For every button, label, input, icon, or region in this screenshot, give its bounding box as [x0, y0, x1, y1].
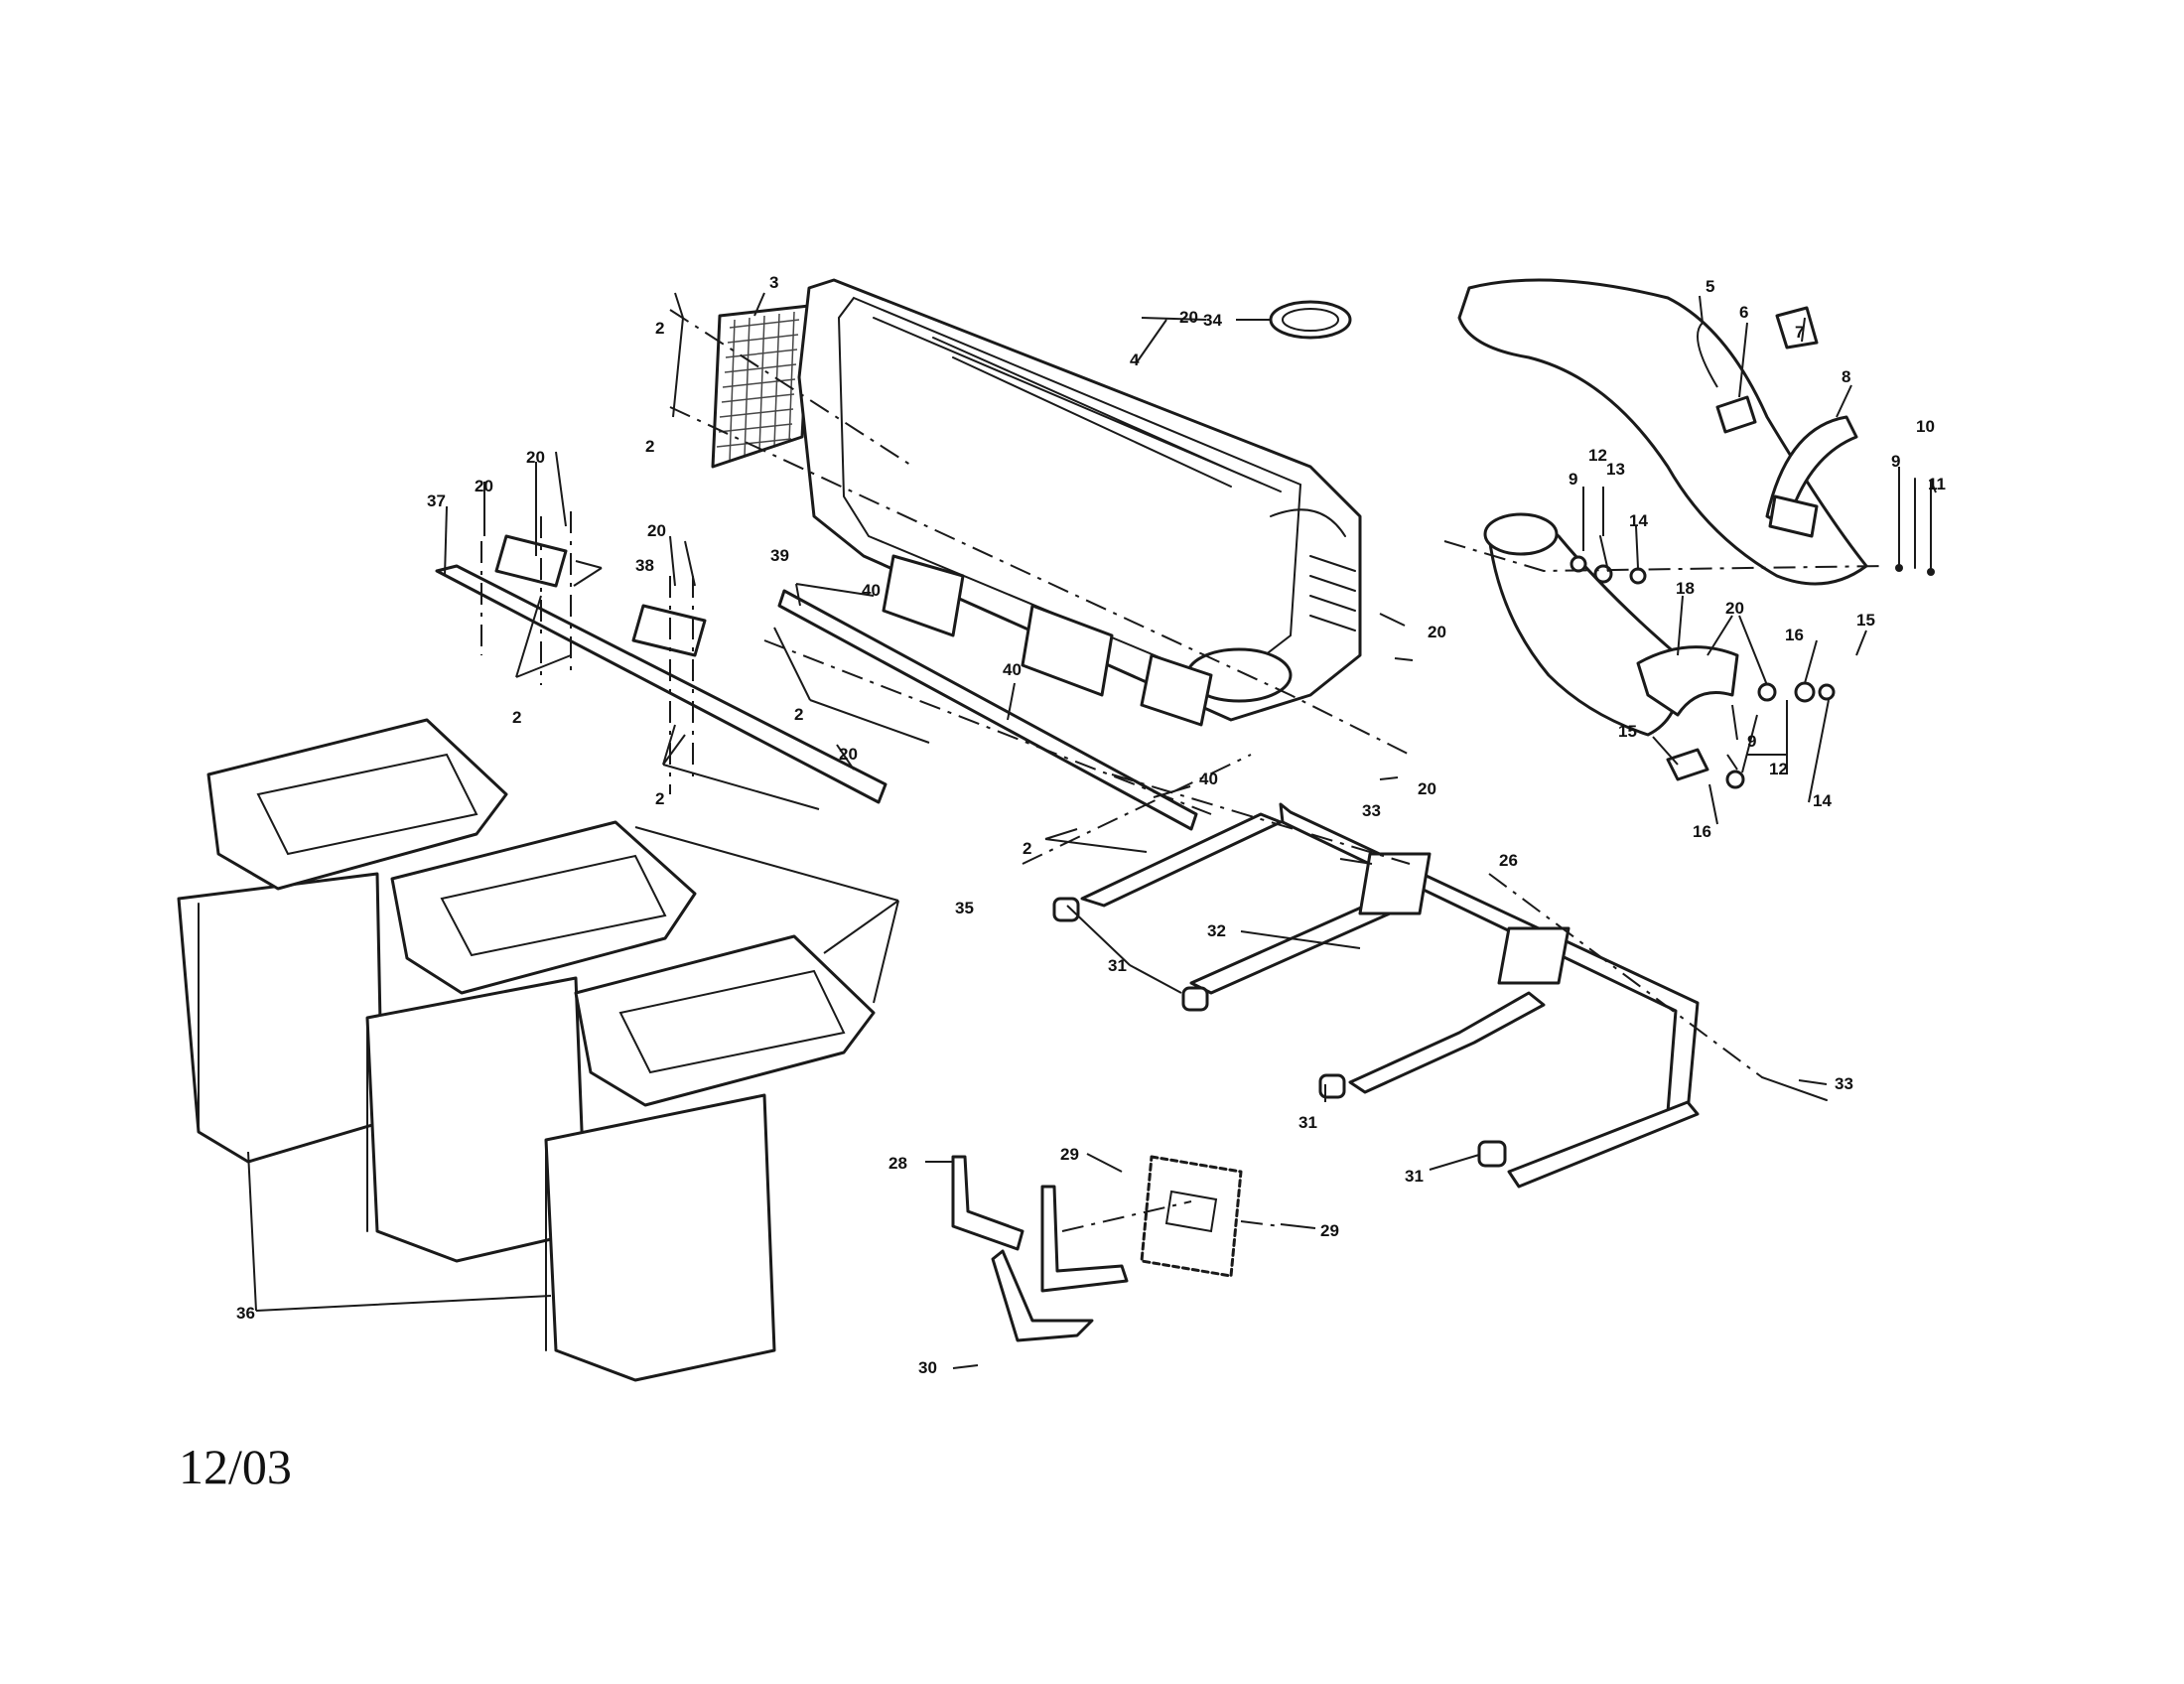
- callout-38: 38: [635, 556, 654, 575]
- callout-31: 31: [1405, 1167, 1424, 1186]
- callout-37: 37: [427, 491, 446, 510]
- date-code: 12/03: [179, 1439, 292, 1494]
- callout-2: 2: [794, 705, 803, 724]
- callout-3: 3: [769, 273, 778, 292]
- callout-34: 34: [1203, 311, 1222, 330]
- callout-2: 2: [645, 437, 654, 456]
- callout-15: 15: [1618, 722, 1637, 741]
- callout-32: 32: [1207, 921, 1226, 940]
- callout-13: 13: [1606, 460, 1625, 479]
- bagger-frame: [1052, 802, 1828, 1189]
- grass-bags: [177, 718, 876, 1382]
- callout-11: 11: [1928, 475, 1946, 493]
- callout-labels: 2 2 2 2 2 2 3 4 5 6 7 8 9 9 9 10 11 12 1…: [236, 273, 1946, 1377]
- callout-14: 14: [1813, 791, 1832, 810]
- callout-18: 18: [1676, 579, 1695, 598]
- callout-20: 20: [1179, 308, 1198, 327]
- callout-35: 35: [955, 899, 974, 917]
- bagger-hood: [797, 278, 1362, 727]
- callout-9: 9: [1891, 452, 1900, 471]
- callout-29: 29: [1060, 1145, 1079, 1164]
- callout-20: 20: [1418, 779, 1436, 798]
- callout-6: 6: [1739, 303, 1748, 322]
- callout-30: 30: [918, 1358, 937, 1377]
- pins-right: [1895, 476, 1935, 576]
- callout-31: 31: [1108, 956, 1127, 975]
- seal-ring: [1269, 300, 1352, 340]
- callout-2: 2: [512, 708, 521, 727]
- callout-20: 20: [526, 448, 545, 467]
- latch-hardware: [1570, 535, 1836, 789]
- callout-10: 10: [1916, 417, 1935, 436]
- callout-12: 12: [1588, 446, 1607, 465]
- callout-12: 12: [1769, 760, 1788, 778]
- alignment-lines: [480, 309, 1887, 1232]
- callout-9: 9: [1569, 470, 1577, 489]
- callout-20: 20: [647, 521, 666, 540]
- callout-15: 15: [1856, 611, 1875, 630]
- callout-5: 5: [1706, 277, 1714, 296]
- callout-40: 40: [1003, 660, 1022, 679]
- callout-26: 26: [1499, 851, 1518, 870]
- hitch-assembly: [951, 1155, 1243, 1342]
- deflector-bracket: [1636, 645, 1739, 717]
- callout-20: 20: [1428, 623, 1446, 641]
- callout-7: 7: [1795, 323, 1804, 342]
- callout-40: 40: [862, 581, 881, 600]
- callout-4: 4: [1130, 351, 1140, 369]
- callout-9: 9: [1747, 732, 1756, 751]
- screen-grille: [711, 304, 811, 469]
- callout-8: 8: [1842, 367, 1850, 386]
- callout-20: 20: [475, 477, 493, 495]
- chute-hardware: [1715, 306, 1858, 538]
- callout-40: 40: [1199, 770, 1218, 788]
- callout-36: 36: [236, 1304, 255, 1323]
- callout-33: 33: [1362, 801, 1381, 820]
- callout-33: 33: [1835, 1074, 1853, 1093]
- callout-31: 31: [1298, 1113, 1317, 1132]
- left-rail-and-brackets: [435, 534, 1198, 831]
- callout-2: 2: [655, 319, 664, 338]
- callout-20: 20: [1725, 599, 1744, 618]
- callout-2: 2: [1023, 839, 1031, 858]
- callout-39: 39: [770, 546, 789, 565]
- callout-2: 2: [655, 789, 664, 808]
- callout-29: 29: [1320, 1221, 1339, 1240]
- callout-16: 16: [1785, 626, 1804, 644]
- callout-28: 28: [888, 1154, 907, 1173]
- callout-16: 16: [1693, 822, 1711, 841]
- callout-20: 20: [839, 745, 858, 764]
- leader-lines: [247, 292, 1937, 1369]
- callout-14: 14: [1629, 511, 1648, 530]
